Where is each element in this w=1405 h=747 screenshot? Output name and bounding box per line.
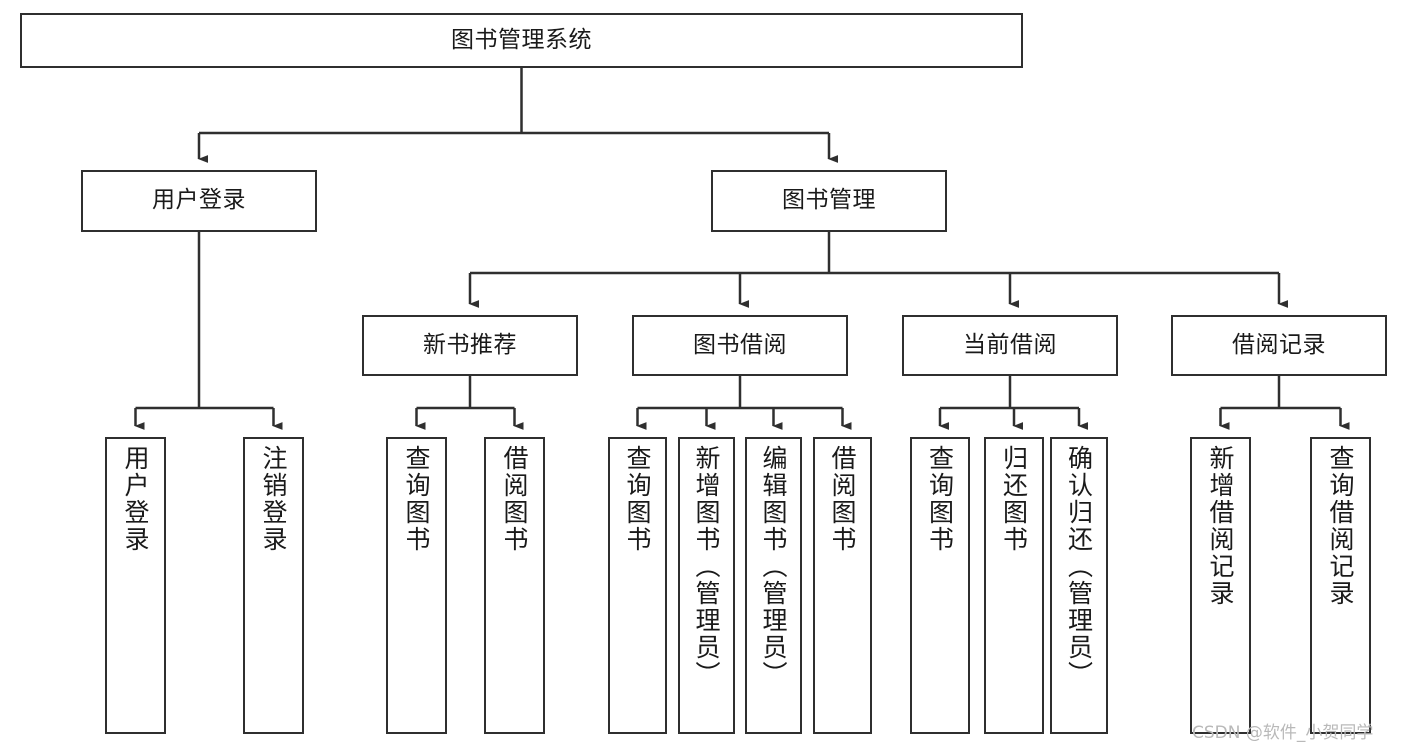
node-borrow[interactable]: 图书借阅 <box>632 315 848 376</box>
node-label: 新增图书（管理员） <box>692 445 721 688</box>
node-label: 编辑图书（管理员） <box>759 445 788 688</box>
edges <box>134 68 1350 430</box>
node-leaf-re-add[interactable]: 新增借阅记录 <box>1190 437 1251 734</box>
node-label: 注销登录 <box>259 445 288 553</box>
node-label: 图书借阅 <box>693 331 787 358</box>
node-leaf-cu-return[interactable]: 归还图书 <box>984 437 1044 734</box>
node-leaf-user-logout[interactable]: 注销登录 <box>243 437 304 734</box>
node-label: 新书推荐 <box>423 331 517 358</box>
node-leaf-bo-query[interactable]: 查询图书 <box>608 437 667 734</box>
node-newbook[interactable]: 新书推荐 <box>362 315 578 376</box>
node-label: 查询图书 <box>402 445 431 553</box>
node-label: 查询图书 <box>623 445 652 553</box>
node-current[interactable]: 当前借阅 <box>902 315 1118 376</box>
node-bookmgmt[interactable]: 图书管理 <box>711 170 947 232</box>
node-leaf-re-query[interactable]: 查询借阅记录 <box>1310 437 1371 734</box>
node-label: 查询借阅记录 <box>1326 445 1355 607</box>
node-leaf-nb-borrow[interactable]: 借阅图书 <box>484 437 545 734</box>
node-label: 归还图书 <box>999 445 1029 553</box>
node-leaf-bo-borrow[interactable]: 借阅图书 <box>813 437 872 734</box>
node-login[interactable]: 用户登录 <box>81 170 317 232</box>
node-label: 用户登录 <box>152 187 246 214</box>
node-leaf-bo-edit[interactable]: 编辑图书（管理员） <box>745 437 802 734</box>
node-label: 新增借阅记录 <box>1206 445 1235 607</box>
node-label: 借阅图书 <box>500 445 529 553</box>
node-root[interactable]: 图书管理系统 <box>20 13 1023 68</box>
node-label: 用户登录 <box>121 445 150 553</box>
node-label: 查询图书 <box>925 445 955 553</box>
node-leaf-bo-add[interactable]: 新增图书（管理员） <box>678 437 735 734</box>
node-leaf-nb-query[interactable]: 查询图书 <box>386 437 447 734</box>
node-leaf-cu-query[interactable]: 查询图书 <box>910 437 970 734</box>
node-label: 当前借阅 <box>963 331 1057 358</box>
node-label: 确认归还（管理员） <box>1064 445 1094 688</box>
node-label: 借阅记录 <box>1232 331 1326 358</box>
node-leaf-cu-confirm[interactable]: 确认归还（管理员） <box>1050 437 1108 734</box>
node-label: 借阅图书 <box>828 445 857 553</box>
node-records[interactable]: 借阅记录 <box>1171 315 1387 376</box>
node-leaf-user-login[interactable]: 用户登录 <box>105 437 166 734</box>
node-label: 图书管理系统 <box>451 26 592 53</box>
node-label: 图书管理 <box>782 187 876 214</box>
